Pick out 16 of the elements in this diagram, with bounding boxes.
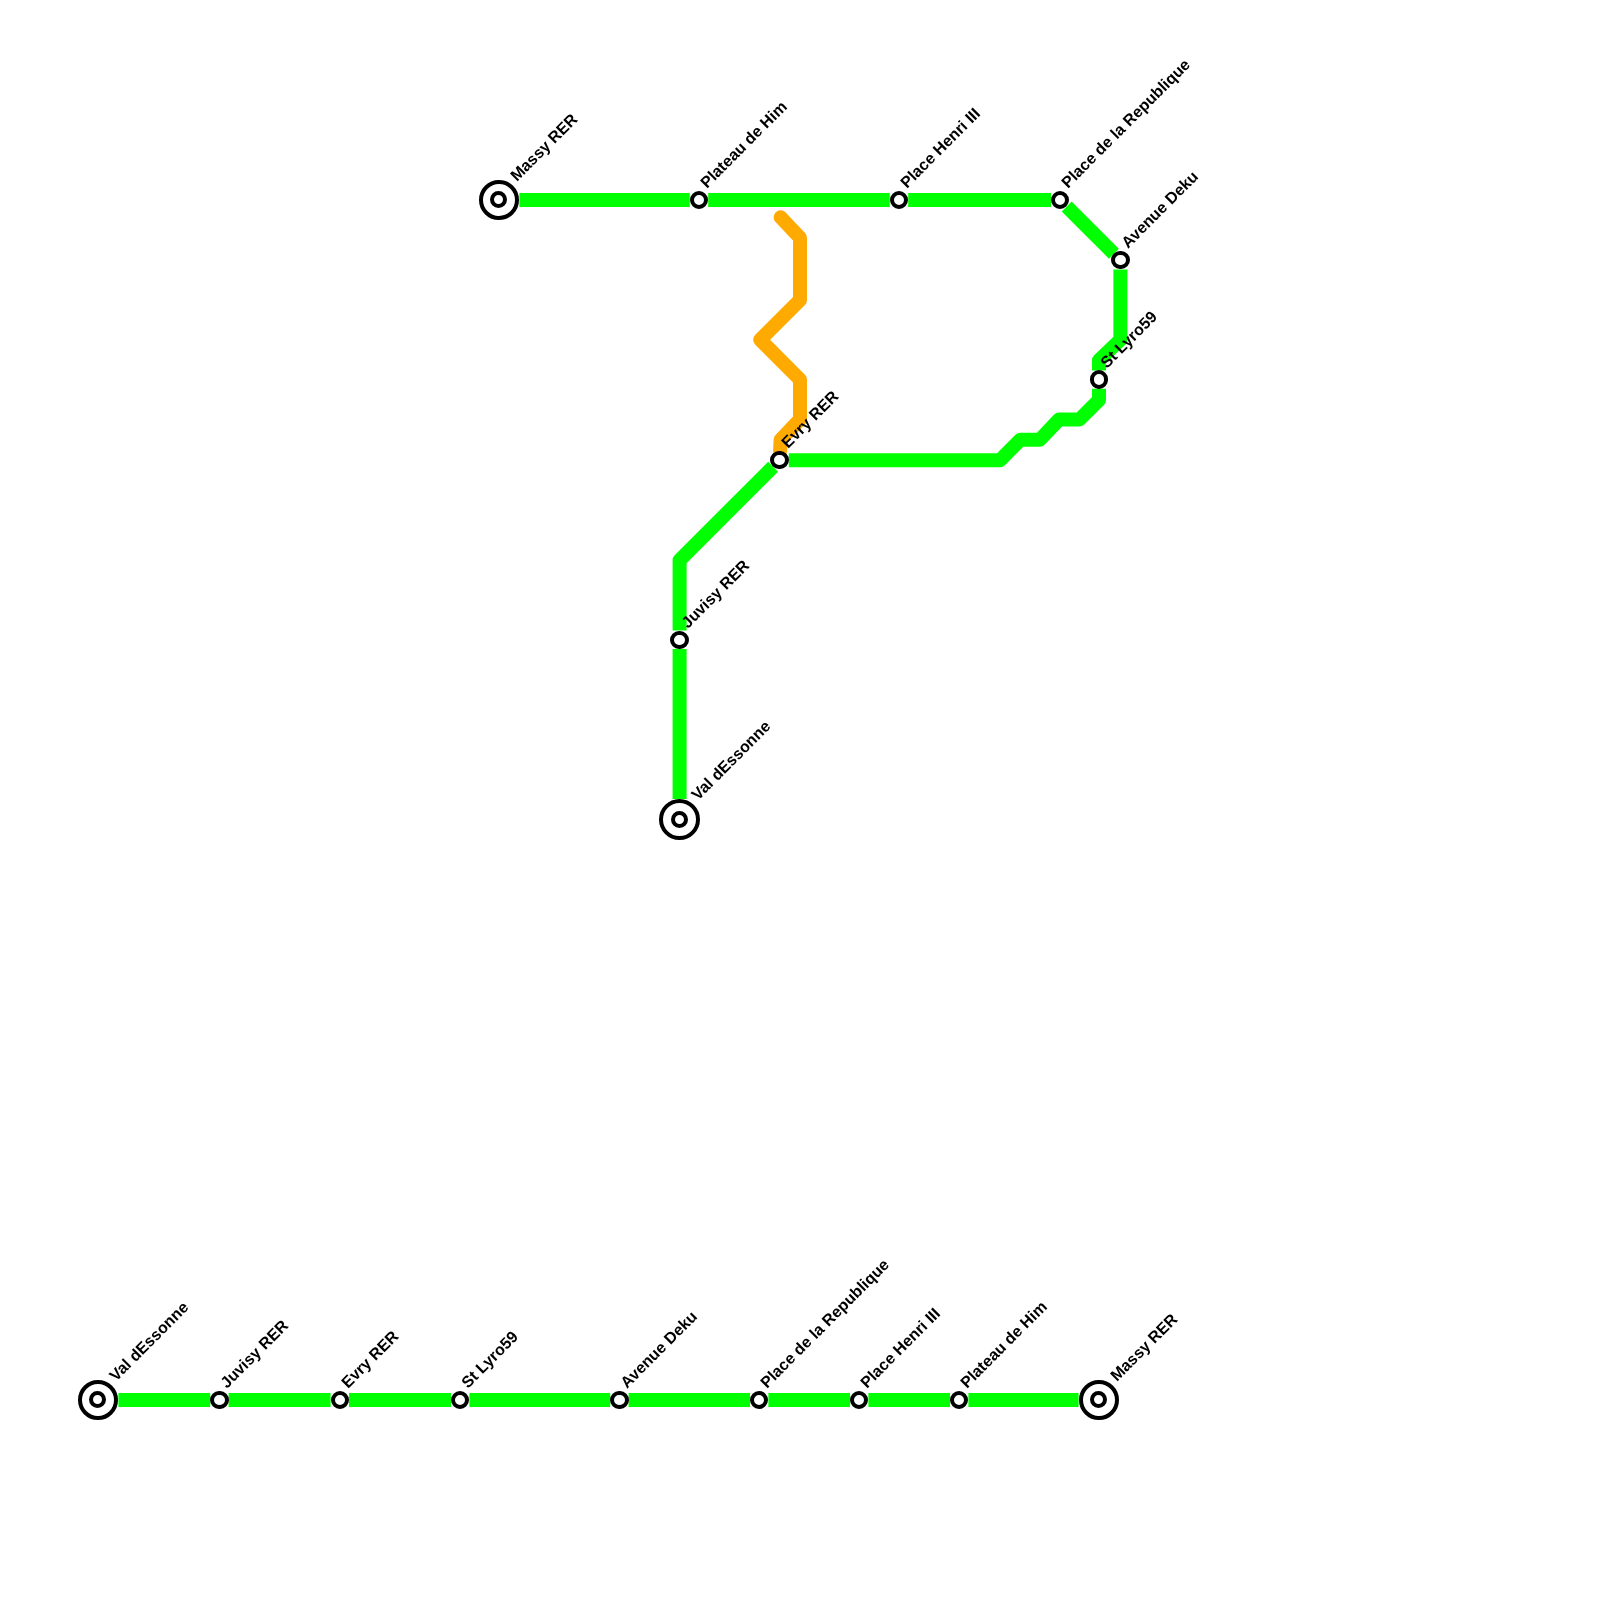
rail-line	[672, 461, 779, 631]
rail-line	[908, 193, 1051, 207]
rail-line	[469, 1393, 611, 1407]
rail-line	[1092, 269, 1128, 371]
rail-line	[708, 193, 890, 207]
rail-line	[519, 193, 690, 207]
rail-line	[788, 388, 1106, 468]
rail-line	[628, 1393, 750, 1407]
rail-line	[1061, 201, 1119, 259]
rail-line	[118, 1393, 211, 1407]
rail-line	[768, 1393, 850, 1407]
rail-line	[868, 1393, 950, 1407]
rail-line	[228, 1393, 331, 1407]
rail-line	[968, 1393, 1079, 1407]
rail-line	[672, 649, 687, 799]
rail-line	[349, 1393, 451, 1407]
